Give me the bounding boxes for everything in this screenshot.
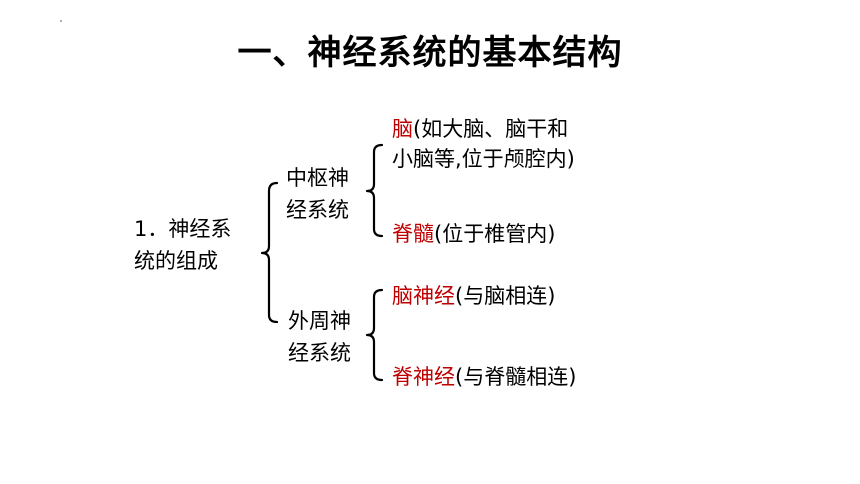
brain-desc-line1: (如大脑、脑干和 — [413, 117, 569, 141]
spinal-nerves-item: 脊神经(与脊髓相连) — [392, 362, 576, 392]
central-label-line1: 中枢神 — [286, 166, 349, 190]
slide-title: 一、神经系统的基本结构 — [237, 33, 623, 73]
central-label-line2: 经系统 — [286, 198, 349, 222]
spinal-nerves-desc: (与脊髓相连) — [455, 365, 577, 389]
peripheral-label-line1: 外周神 — [288, 309, 351, 333]
spinal-cord-item: 脊髓(位于椎管内) — [392, 219, 555, 249]
spinal-cord-desc: (位于椎管内) — [434, 222, 556, 246]
cranial-nerves-desc: (与脑相连) — [455, 284, 556, 308]
central-bracket — [365, 143, 384, 238]
brain-desc-line2: 小脑等,位于颅腔内) — [392, 147, 575, 171]
brain-term: 脑 — [392, 117, 413, 141]
stray-dot — [60, 20, 62, 22]
spinal-nerves-term: 脊神经 — [392, 365, 455, 389]
peripheral-label-line2: 经系统 — [288, 341, 351, 365]
spinal-cord-term: 脊髓 — [392, 222, 434, 246]
cranial-nerves-item: 脑神经(与脑相连) — [392, 281, 555, 311]
root-bracket — [260, 181, 279, 324]
cranial-nerves-term: 脑神经 — [392, 284, 455, 308]
peripheral-bracket — [365, 288, 384, 382]
brain-item: 脑(如大脑、脑干和 — [392, 114, 568, 144]
root-label-line2: 统的组成 — [134, 249, 218, 273]
root-label-line1: 1．神经系 — [134, 217, 232, 241]
